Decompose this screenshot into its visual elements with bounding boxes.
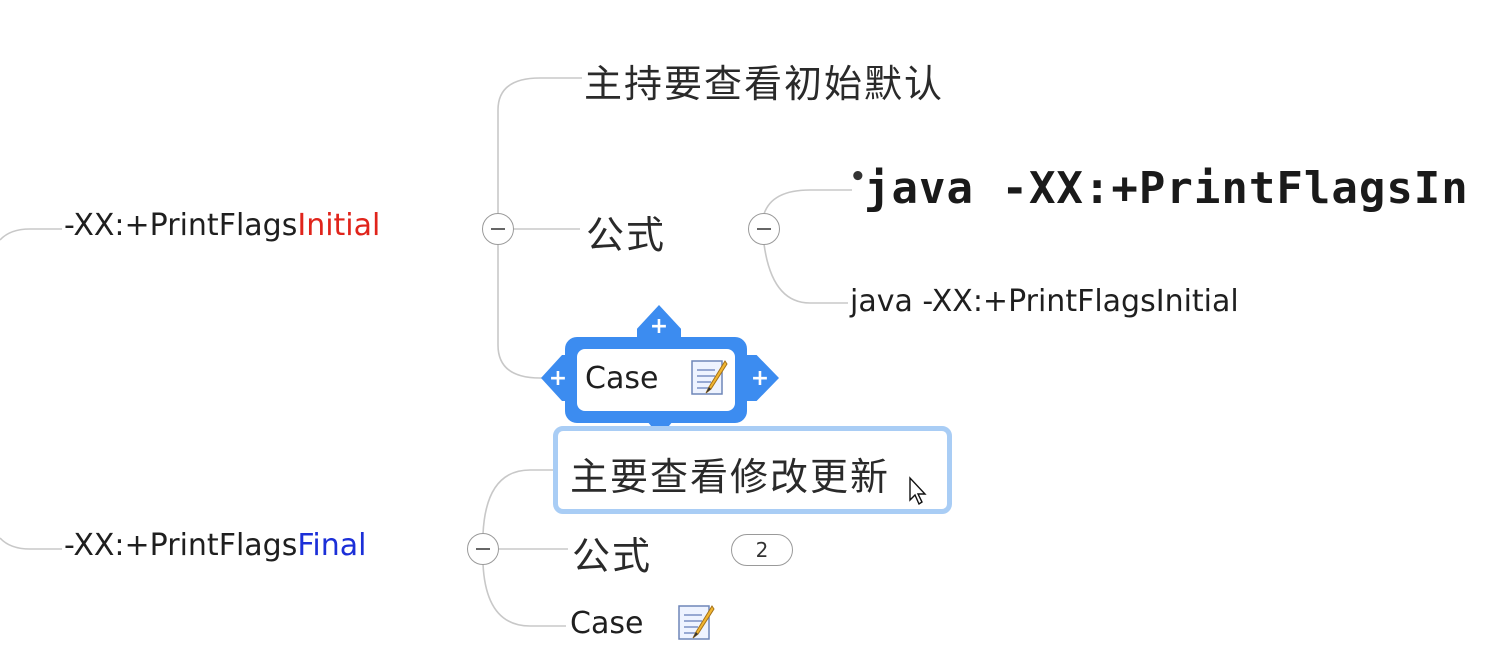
note-pencil-icon[interactable] xyxy=(676,602,716,642)
mouse-pointer-icon xyxy=(909,476,927,506)
topic-final-formula[interactable]: 公式 xyxy=(572,534,653,578)
topic-final-purpose[interactable]: 主要查看修改更新 xyxy=(570,455,891,499)
topic-initial-purpose[interactable]: 主持要查看初始默认 xyxy=(584,62,945,106)
editing-topic-frame[interactable] xyxy=(553,426,952,514)
topic-initial-formula[interactable]: 公式 xyxy=(586,213,667,257)
branch-initial-label[interactable]: -XX:+PrintFlagsInitial xyxy=(64,208,380,243)
formula-image[interactable]: • java -XX:+PrintFlagsIn xyxy=(850,162,1469,214)
branch-final-label[interactable]: -XX:+PrintFlagsFinal xyxy=(64,528,366,563)
topic-final-case[interactable]: Case xyxy=(570,606,644,641)
formula-image-text: java -XX:+PrintFlagsIn xyxy=(864,163,1469,214)
branch-final-prefix: -XX:+PrintFlags xyxy=(64,528,298,563)
add-child-right-handle[interactable]: + xyxy=(747,355,779,401)
topic-formula-text[interactable]: java -XX:+PrintFlagsInitial xyxy=(850,284,1239,319)
collapse-formula-button[interactable] xyxy=(748,213,780,245)
branch-initial-accent: Initial xyxy=(297,208,381,243)
branch-final-accent: Final xyxy=(297,528,367,563)
case-label-initial: Case xyxy=(585,361,659,396)
collapse-final-button[interactable] xyxy=(467,533,499,565)
branch-initial-prefix: -XX:+PrintFlags xyxy=(64,208,298,243)
collapse-initial-button[interactable] xyxy=(482,213,514,245)
add-parent-handle[interactable]: + xyxy=(637,305,681,339)
collapsed-count-badge[interactable]: 2 xyxy=(731,534,793,566)
note-pencil-icon[interactable] xyxy=(689,357,729,397)
add-sibling-left-handle[interactable]: + xyxy=(541,355,571,401)
selected-case-topic[interactable]: + + + Case xyxy=(541,305,779,447)
